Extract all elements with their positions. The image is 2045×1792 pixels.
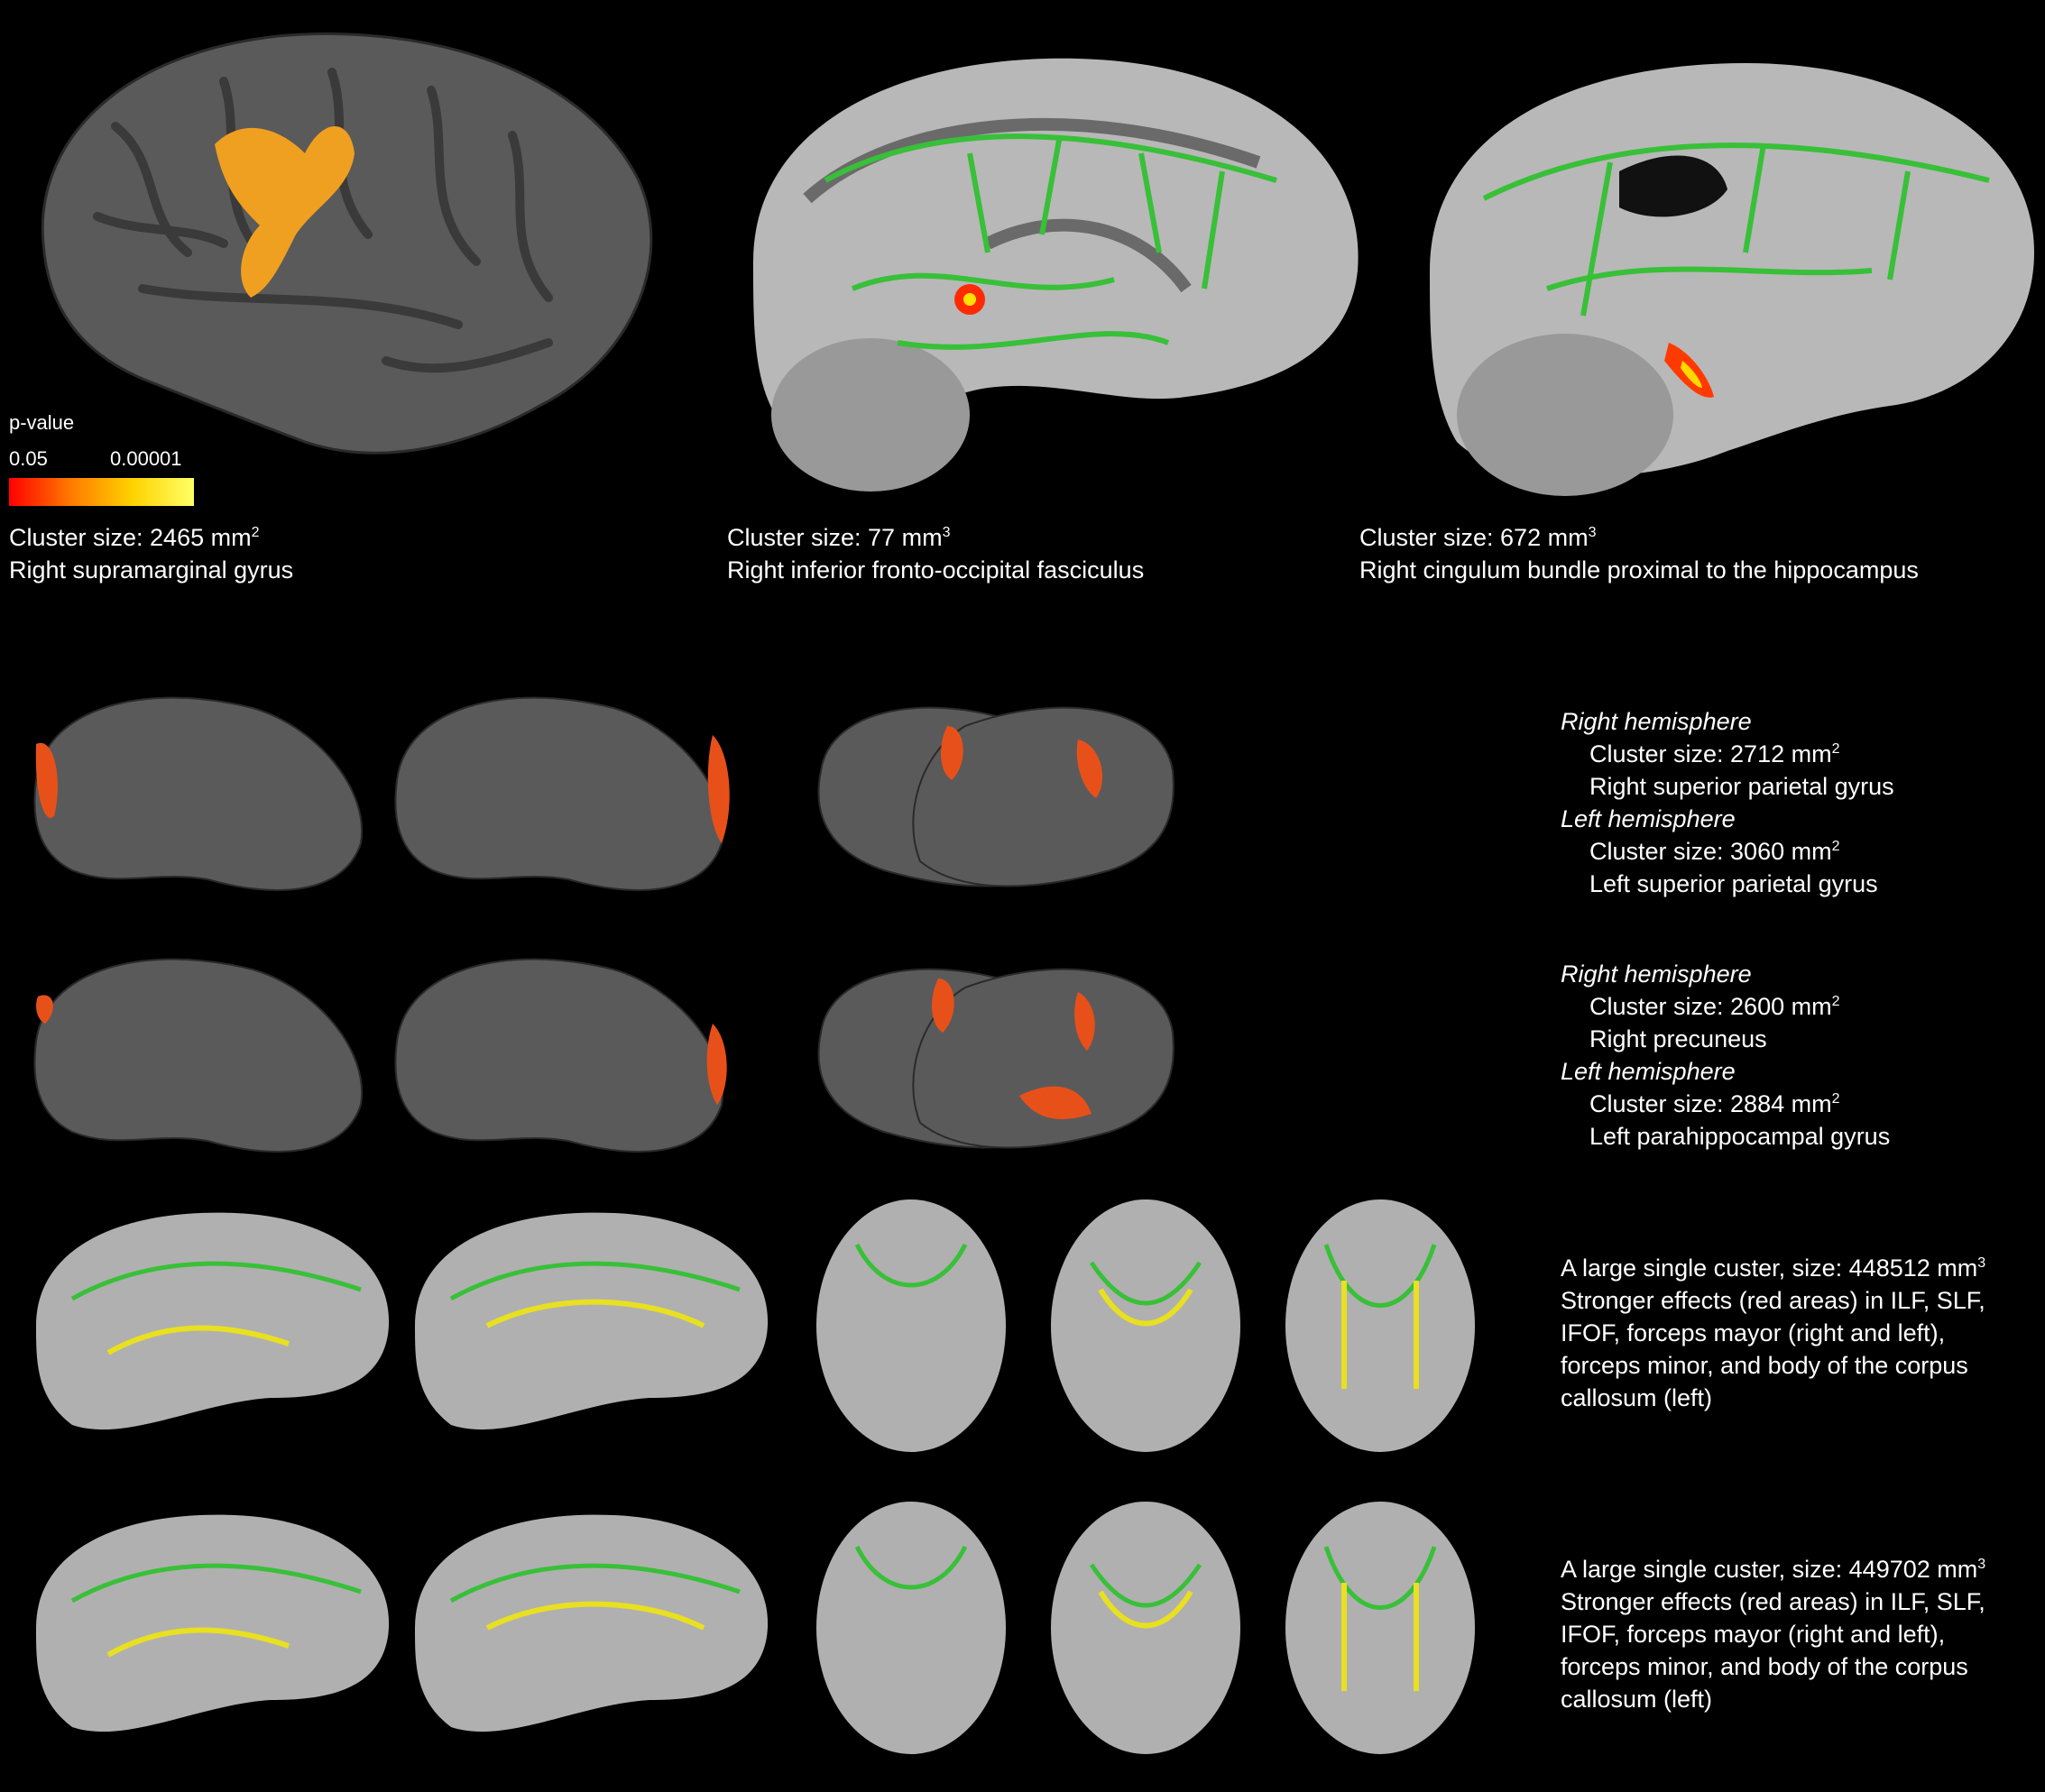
caption-a-unit-exp: 2 — [251, 525, 260, 540]
caption-f-line2: Stronger effects (red areas) in ILF, SLF… — [1561, 1287, 1985, 1314]
caption-c: Cluster size: 672 mm3 Right cingulum bun… — [1359, 521, 1919, 586]
caption-g-line5: callosum (left) — [1561, 1686, 1713, 1713]
caption-b-unit-exp: 3 — [942, 525, 951, 540]
caption-f: A large single custer, size: 448512 mm3 … — [1561, 1252, 1985, 1414]
caption-f-line3: IFOF, forceps mayor (right and left), — [1561, 1319, 1946, 1346]
caption-e-lh-size: Cluster size: 2884 mm — [1589, 1090, 1832, 1117]
legend-max-label: 0.00001 — [110, 447, 182, 470]
caption-a-size: Cluster size: 2465 mm — [9, 524, 252, 551]
panel-b-sagittal-image — [717, 18, 1389, 510]
caption-c-size: Cluster size: 672 mm — [1359, 524, 1589, 551]
panel-c-sagittal-image — [1403, 18, 2045, 510]
panel-d-cortex-images — [18, 672, 1182, 906]
caption-a-region: Right supramarginal gyrus — [9, 556, 294, 584]
caption-d-rh-size: Cluster size: 2712 mm — [1589, 740, 1832, 767]
legend-title: p-value — [9, 411, 75, 434]
panel-g-tbss-images — [18, 1493, 1520, 1763]
caption-d-rh-title: Right hemisphere — [1561, 708, 1752, 735]
caption-g-line4: forceps minor, and body of the corpus — [1561, 1653, 1968, 1680]
caption-f-line5: callosum (left) — [1561, 1384, 1713, 1411]
caption-g: A large single custer, size: 449702 mm3 … — [1561, 1553, 1985, 1715]
caption-d-lh-unit-exp: 2 — [1831, 839, 1840, 854]
panel-e-cortex-images — [18, 933, 1182, 1168]
caption-d: Right hemisphere Cluster size: 2712 mm2 … — [1561, 705, 1894, 900]
caption-d-rh-unit-exp: 2 — [1831, 741, 1840, 757]
caption-c-unit-exp: 3 — [1588, 525, 1597, 540]
caption-f-line4: forceps minor, and body of the corpus — [1561, 1352, 1968, 1379]
caption-c-region: Right cingulum bundle proximal to the hi… — [1359, 556, 1919, 584]
caption-d-lh-region: Left superior parietal gyrus — [1589, 870, 1878, 897]
caption-d-lh-size: Cluster size: 3060 mm — [1589, 838, 1832, 865]
caption-f-unit-exp: 3 — [1977, 1255, 1986, 1271]
caption-g-size: A large single custer, size: 449702 mm — [1561, 1556, 1978, 1583]
caption-d-rh-region: Right superior parietal gyrus — [1589, 773, 1894, 800]
caption-g-line2: Stronger effects (red areas) in ILF, SLF… — [1561, 1588, 1985, 1615]
caption-d-lh-title: Left hemisphere — [1561, 805, 1736, 832]
p-value-colorbar — [9, 478, 194, 506]
caption-e-rh-title: Right hemisphere — [1561, 960, 1752, 988]
caption-g-unit-exp: 3 — [1977, 1557, 1986, 1572]
caption-b-size: Cluster size: 77 mm — [727, 524, 943, 551]
caption-b-region: Right inferior fronto-occipital fascicul… — [727, 556, 1145, 584]
caption-g-line3: IFOF, forceps mayor (right and left), — [1561, 1621, 1946, 1648]
panel-a-cortex-image — [7, 18, 670, 496]
caption-e-rh-size: Cluster size: 2600 mm — [1589, 993, 1832, 1020]
caption-e-rh-region: Right precuneus — [1589, 1025, 1767, 1052]
legend-min-label: 0.05 — [9, 447, 48, 470]
caption-e-rh-unit-exp: 2 — [1831, 994, 1840, 1009]
caption-b: Cluster size: 77 mm3 Right inferior fron… — [727, 521, 1144, 586]
caption-e-lh-unit-exp: 2 — [1831, 1091, 1840, 1107]
caption-f-size: A large single custer, size: 448512 mm — [1561, 1254, 1978, 1282]
panel-f-tbss-images — [18, 1190, 1520, 1461]
caption-e: Right hemisphere Cluster size: 2600 mm2 … — [1561, 958, 1890, 1153]
caption-a: Cluster size: 2465 mm2 Right supramargin… — [9, 521, 293, 586]
caption-e-lh-title: Left hemisphere — [1561, 1058, 1736, 1085]
caption-e-lh-region: Left parahippocampal gyrus — [1589, 1123, 1891, 1150]
